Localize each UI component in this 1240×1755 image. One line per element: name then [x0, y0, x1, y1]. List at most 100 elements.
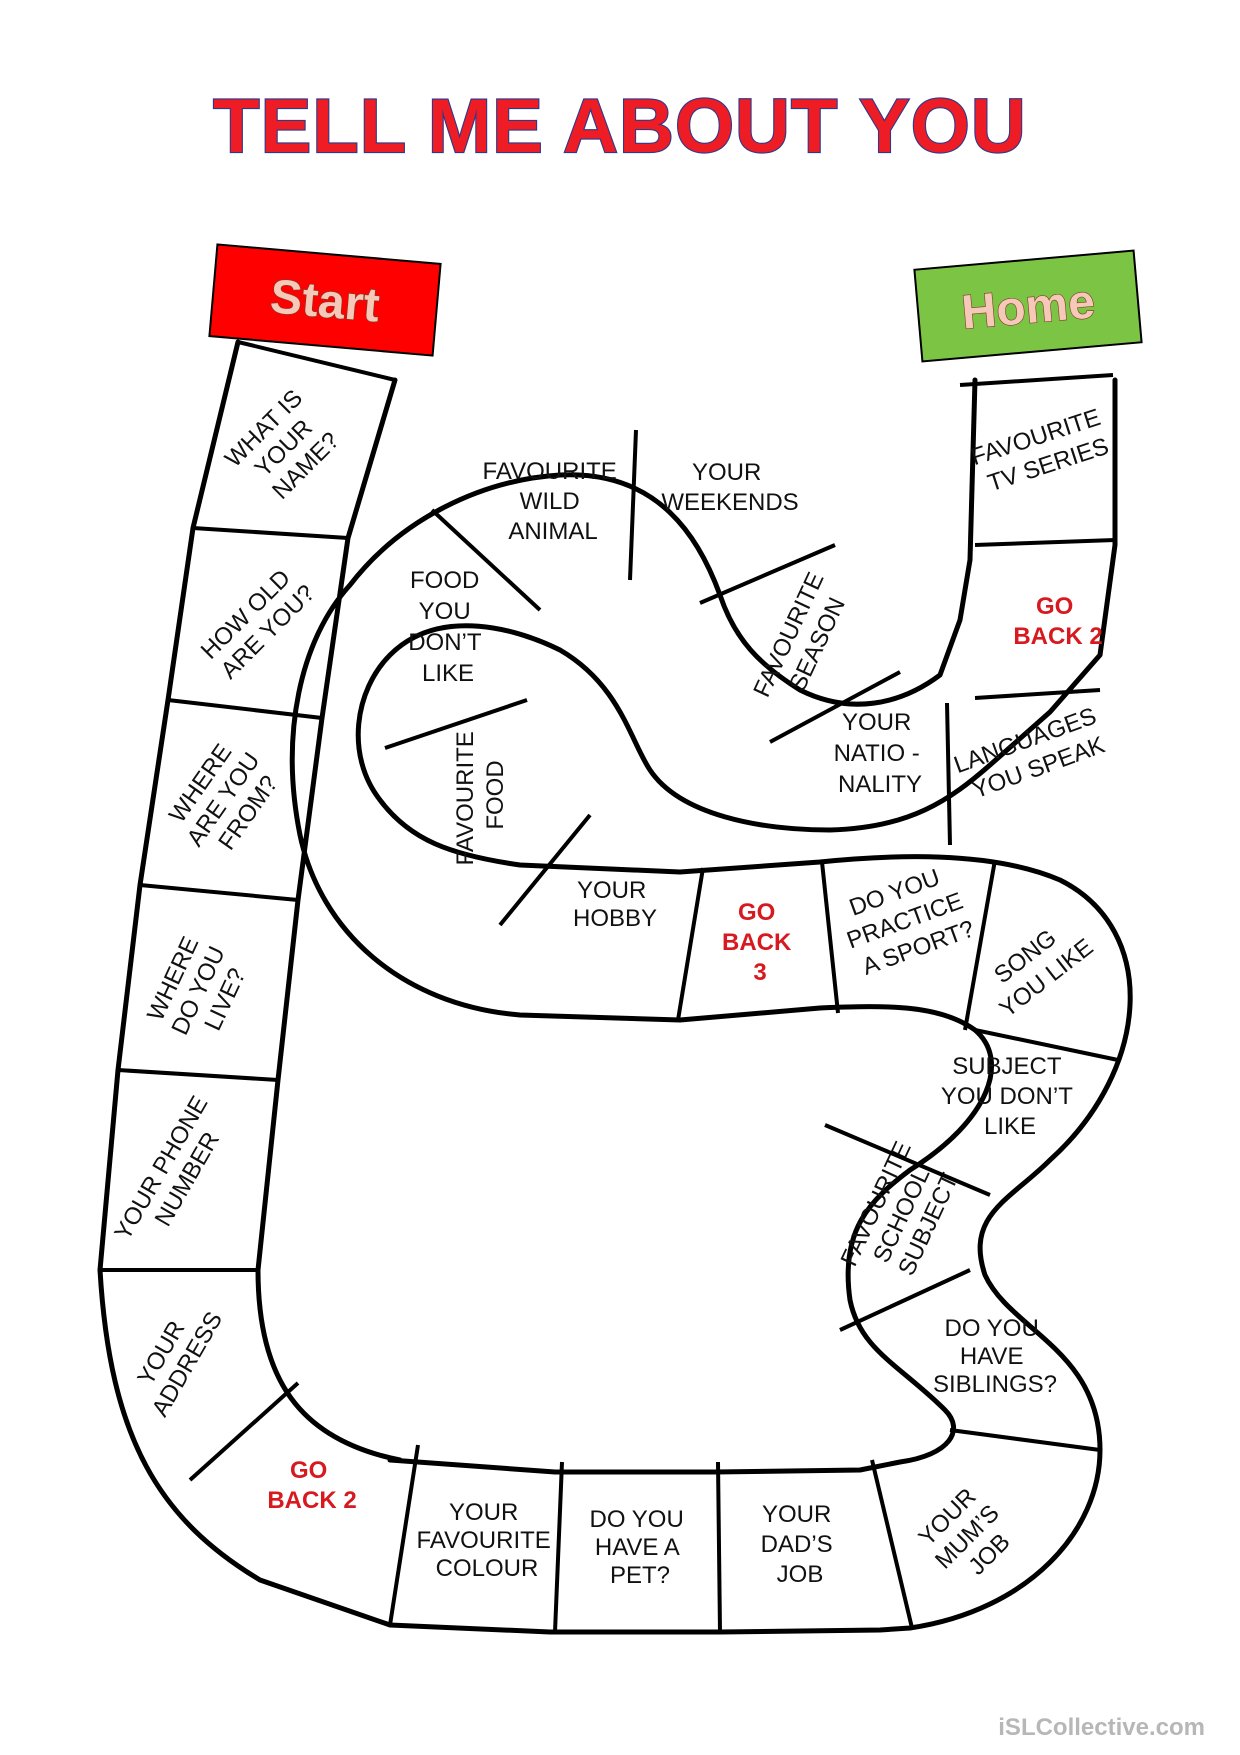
square-text: SONG YOU LIKE: [976, 910, 1098, 1023]
square-line: FAVOURITE: [417, 1527, 551, 1554]
board-square[interactable]: DO YOU PRACTICE A SPORT?: [833, 857, 997, 1031]
board-square[interactable]: LANGUAGES YOU SPEAK: [945, 700, 1117, 846]
square-divider: [384, 698, 528, 750]
board-square[interactable]: DO YOU HAVE SIBLINGS?: [933, 1315, 1101, 1452]
board-square[interactable]: YOUR ADDRESS: [100, 1268, 258, 1421]
square-line: GO: [290, 1457, 327, 1484]
square-divider: [974, 1028, 1119, 1062]
square-line: FAVOURITE: [483, 458, 617, 485]
square-line: GO: [1036, 593, 1073, 620]
square-text: YOUR ADDRESS: [122, 1293, 228, 1421]
board-square[interactable]: WHERE ARE YOU FROM?: [159, 698, 323, 867]
watermark: iSLCollective.com: [998, 1714, 1205, 1741]
square-line: BACK 2: [1013, 623, 1102, 650]
square-line: JOB: [777, 1561, 824, 1588]
board-square[interactable]: FAVOURITE WILD ANIMAL: [430, 458, 623, 612]
square-divider: [839, 1268, 971, 1332]
square-line: NATIO -: [834, 740, 920, 767]
board-square[interactable]: FAVOURITE SEASON: [699, 543, 860, 714]
board-square[interactable]: GO BACK 2: [974, 593, 1103, 700]
board-square[interactable]: YOUR MUM’S JOB: [870, 1459, 1029, 1629]
square-divider: [699, 543, 836, 605]
board-square[interactable]: HOW OLD ARE YOU?: [192, 526, 349, 685]
square-text: SUBJECT YOU DON’T LIKE: [941, 1053, 1079, 1140]
square-text: HOW OLD ARE YOU?: [196, 560, 321, 685]
square-line: BACK: [722, 929, 792, 956]
square-divider: [167, 698, 323, 720]
square-line: FAVOURITE: [452, 731, 479, 865]
square-line: DON’T: [408, 629, 482, 656]
square-text: WHERE DO YOU LIVE?: [141, 924, 259, 1051]
track-inner-edge: [255, 377, 994, 1475]
square-divider: [117, 1068, 279, 1082]
square-line: YOUR: [842, 709, 911, 736]
square-divider: [676, 867, 705, 1021]
square-text: GO BACK 3: [722, 899, 798, 986]
square-divider: [974, 688, 1101, 700]
square-text: YOUR DAD’S JOB: [761, 1501, 840, 1588]
square-line: DO YOU: [945, 1315, 1039, 1342]
square-line: NALITY: [838, 771, 922, 798]
board-squares: WHAT IS YOUR NAME? HOW OLD ARE YOU? WHER…: [100, 340, 1119, 1633]
square-line: WILD: [520, 488, 580, 515]
square-divider: [963, 859, 997, 1031]
square-text: YOUR MUM’S JOB: [910, 1475, 1029, 1594]
square-line: FOOD: [410, 567, 479, 594]
square-line: HAVE: [960, 1343, 1024, 1370]
board-square[interactable]: FOOD YOU DON’T LIKE: [384, 567, 528, 750]
board-square[interactable]: WHAT IS YOUR NAME?: [220, 340, 396, 512]
square-text: FAVOURITE SCHOOL SUBJECT: [836, 1131, 971, 1294]
home-label: Home: [959, 275, 1096, 339]
start-banner[interactable]: Start: [208, 243, 442, 357]
square-text: YOUR PHONE NUMBER: [109, 1086, 241, 1259]
square-line: FOOD: [482, 760, 509, 829]
square-line: ANIMAL: [508, 518, 597, 545]
board-square[interactable]: YOUR FAVOURITE COLOUR: [388, 1444, 558, 1626]
square-line: SIBLINGS?: [933, 1371, 1057, 1398]
square-divider: [870, 1459, 914, 1629]
square-line: BACK 2: [267, 1487, 356, 1514]
square-divider: [430, 508, 542, 612]
board-square[interactable]: DO YOU HAVE A PET?: [553, 1461, 690, 1633]
board-square[interactable]: FAVOURITE FOOD: [452, 725, 592, 927]
square-text: FOOD YOU DON’T LIKE: [408, 567, 488, 687]
square-divider: [949, 1428, 1101, 1452]
square-line: DO YOU: [590, 1506, 684, 1533]
square-text: WHERE ARE YOU FROM?: [159, 726, 293, 867]
square-text: YOUR FAVOURITE COLOUR: [417, 1499, 558, 1582]
board-square[interactable]: WHERE DO YOU LIVE?: [139, 883, 299, 1051]
square-text: YOUR HOBBY: [573, 877, 657, 932]
square-text: FAVOURITE SEASON: [748, 562, 859, 714]
home-banner[interactable]: Home: [913, 249, 1143, 363]
board-square[interactable]: YOUR WEEKENDS: [628, 429, 799, 581]
board-square[interactable]: GO BACK 2: [188, 1381, 357, 1514]
board-square[interactable]: YOUR DAD’S JOB: [716, 1461, 840, 1633]
board-square[interactable]: FAVOURITE TV SERIES: [959, 373, 1119, 547]
square-line: YOU DON’T: [941, 1083, 1073, 1110]
track-outer-edge: [97, 339, 1133, 1635]
square-divider: [769, 670, 901, 744]
square-line: LIKE: [984, 1113, 1036, 1140]
start-label: Start: [268, 270, 382, 332]
board-square[interactable]: YOUR HOBBY: [573, 867, 705, 1021]
square-divider: [820, 861, 840, 1014]
square-line: HOBBY: [573, 905, 657, 932]
square-text: GO BACK 2: [1013, 593, 1102, 650]
board-square[interactable]: YOUR NATIO - NALITY: [769, 670, 926, 798]
board-square[interactable]: GO BACK 3: [722, 861, 840, 1014]
board-square[interactable]: SONG YOU LIKE: [974, 910, 1119, 1062]
square-divider: [139, 883, 299, 902]
square-divider: [945, 702, 952, 846]
square-divider: [388, 1444, 420, 1626]
square-line: YOUR: [692, 459, 761, 486]
square-text: YOUR WEEKENDS: [661, 459, 798, 516]
square-divider: [553, 1461, 564, 1633]
square-line: HAVE A: [595, 1534, 680, 1561]
board-square[interactable]: YOUR PHONE NUMBER: [109, 1068, 279, 1259]
square-divider: [974, 538, 1116, 547]
board-square[interactable]: SUBJECT YOU DON’T LIKE: [824, 1053, 1079, 1197]
square-line: YOUR: [762, 1501, 831, 1528]
board-square[interactable]: FAVOURITE SCHOOL SUBJECT: [836, 1131, 971, 1332]
